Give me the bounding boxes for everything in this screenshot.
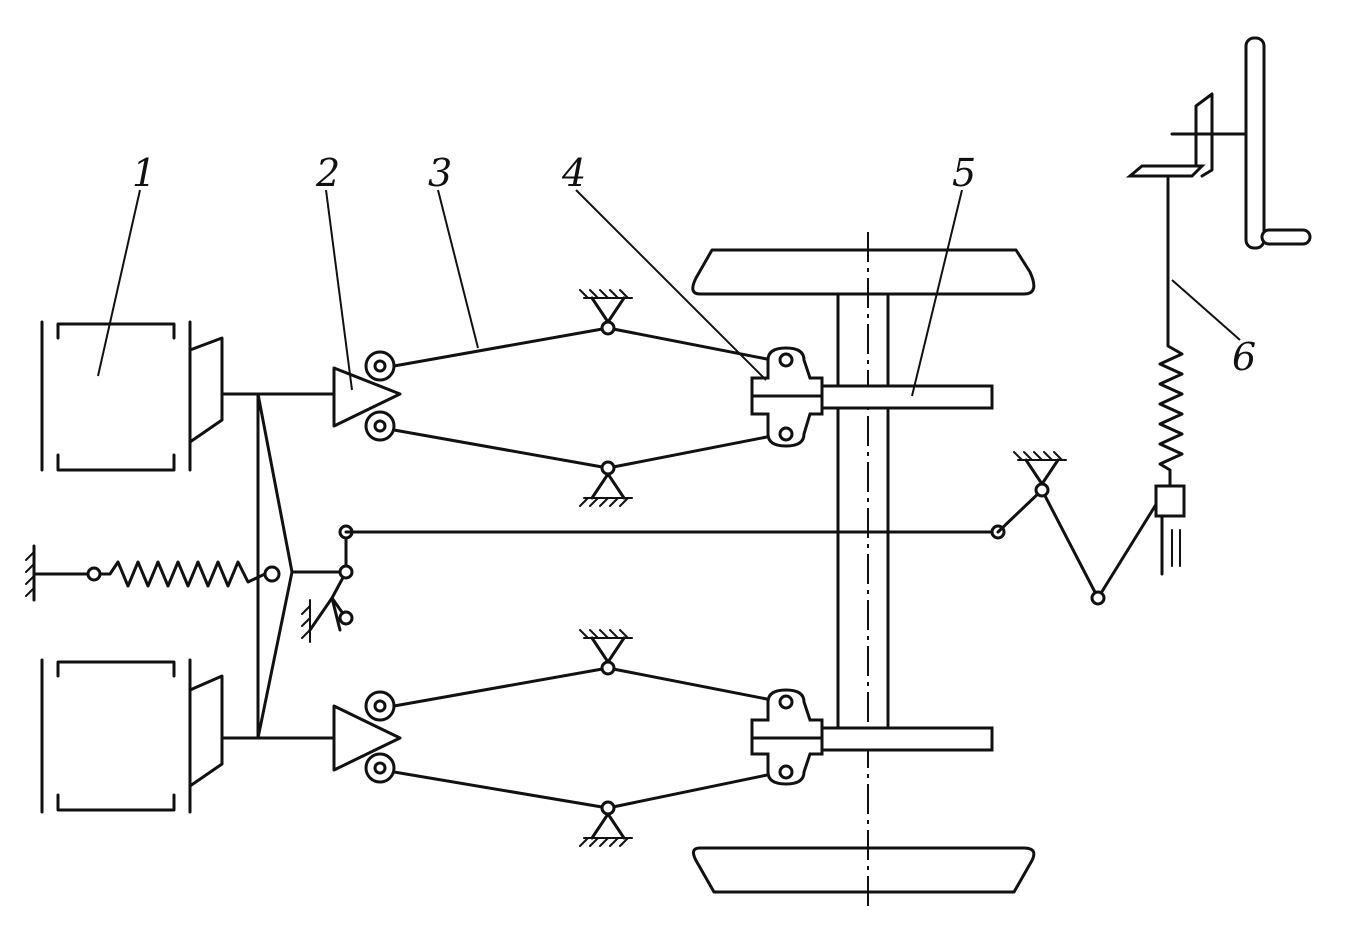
- return-spring: [25, 544, 267, 602]
- label-2: 2: [315, 151, 340, 195]
- brake-chamber-upper: [40, 320, 260, 472]
- hand-wheel: [1125, 36, 1312, 250]
- bell-crank-left: [301, 524, 1006, 643]
- label-6: 6: [1232, 335, 1256, 379]
- hand-brake-linkage: [996, 174, 1186, 606]
- brake-block-lower: [750, 688, 824, 786]
- cam-assembly-upper: [332, 288, 774, 508]
- label-4: 4: [561, 151, 586, 195]
- cam-assembly-lower: [332, 628, 774, 848]
- equalizer-lever: [256, 392, 348, 740]
- leader-lines: [97, 189, 1241, 397]
- label-5: 5: [952, 151, 976, 195]
- label-3: 3: [428, 151, 452, 195]
- wheelset: [691, 232, 1036, 912]
- label-1: 1: [132, 151, 156, 195]
- brake-chamber-lower: [40, 658, 260, 814]
- brake-block-upper: [750, 346, 824, 448]
